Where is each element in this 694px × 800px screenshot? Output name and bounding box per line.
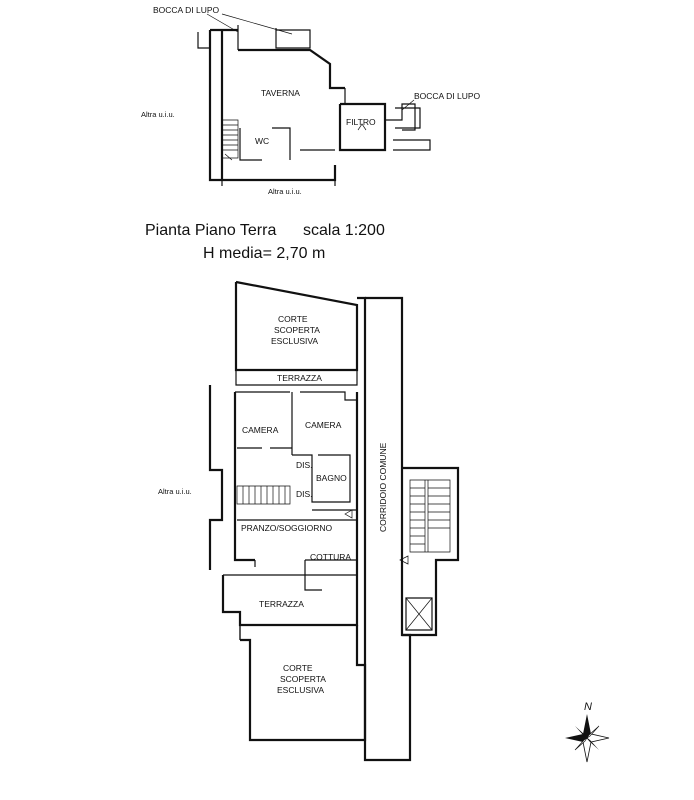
north-label: N (584, 701, 592, 713)
bocca-di-lupo-label-2: BOCCA DI LUPO (414, 91, 481, 101)
camera-label-2: CAMERA (305, 420, 342, 430)
filtro-label: FILTRO (346, 117, 376, 127)
corte-bottom-line-3: ESCLUSIVA (277, 685, 324, 695)
basement-plan: BOCCA DI LUPO BOCCA DI LUPO TAVERNA FILT… (141, 5, 481, 196)
corte-top-line-2: SCOPERTA (274, 325, 320, 335)
ground-floor-plan: CORTE SCOPERTA ESCLUSIVA TERRAZZA CAMERA… (158, 280, 460, 762)
terrazza-bottom-label: TERRAZZA (259, 599, 304, 609)
altra-uiu-label-left: Altra u.i.u. (141, 110, 175, 119)
title-line-1: Pianta Piano Terra (145, 222, 276, 239)
bagno-label: BAGNO (316, 473, 347, 483)
terrazza-top-label: TERRAZZA (277, 373, 322, 383)
dis-label-1: DIS. (296, 460, 313, 470)
wc-label: WC (255, 136, 269, 146)
altra-uiu-label-bottom: Altra u.i.u. (268, 187, 302, 196)
corte-top-line-3: ESCLUSIVA (271, 336, 318, 346)
corte-top-line-1: CORTE (278, 314, 308, 324)
title-scale: scala 1:200 (303, 222, 385, 239)
corte-bottom-line-2: SCOPERTA (280, 674, 326, 684)
bocca-di-lupo-label-1: BOCCA DI LUPO (153, 5, 220, 15)
title-line-2: H media= 2,70 m (203, 245, 325, 262)
plan-title: Pianta Piano Terra scala 1:200 H media= … (145, 222, 385, 262)
compass-rose-icon: N (565, 701, 610, 763)
dis-label-2: DIS. (296, 489, 313, 499)
corte-bottom-line-1: CORTE (283, 663, 313, 673)
taverna-label: TAVERNA (261, 88, 300, 98)
cottura-label: COTTURA (310, 552, 351, 562)
pranzo-soggiorno-label: PRANZO/SOGGIORNO (241, 523, 333, 533)
altra-uiu-label-ground: Altra u.i.u. (158, 487, 192, 496)
camera-label-1: CAMERA (242, 425, 279, 435)
corridoio-comune-label: CORRIDOIO COMUNE (378, 442, 388, 532)
